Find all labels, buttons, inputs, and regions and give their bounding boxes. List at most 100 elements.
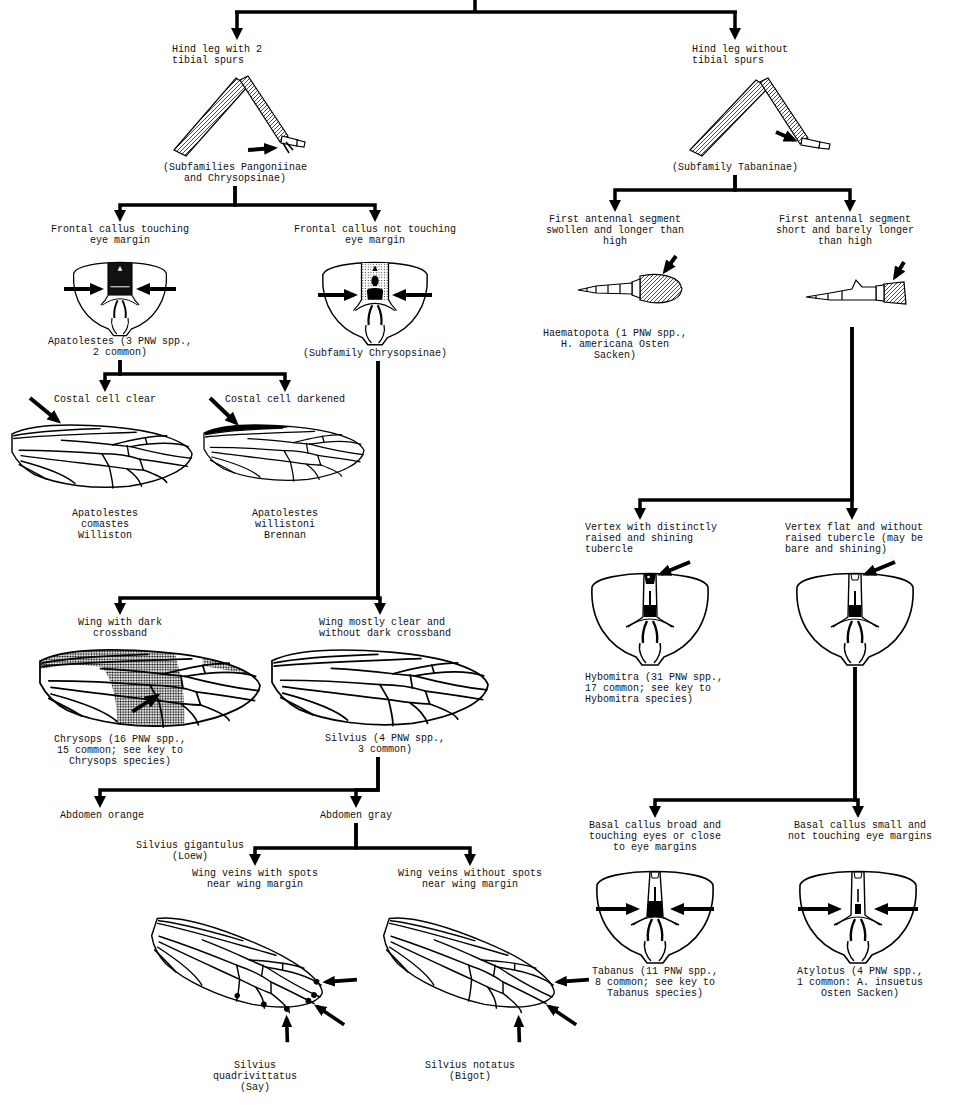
head-callus-broad xyxy=(597,872,713,964)
head-callus-small xyxy=(800,872,916,964)
key-connector xyxy=(235,186,375,215)
taxon-label: Silvius (4 PNW spp., 3 common) xyxy=(324,733,446,755)
wing-spotted-veins xyxy=(326,971,357,991)
wing-costal-clear xyxy=(12,425,192,487)
head-vertex-flat xyxy=(849,605,861,617)
key-start-bracket xyxy=(235,0,737,12)
head-vertex-flat xyxy=(851,574,859,580)
head-callus-small xyxy=(855,904,861,914)
hind-leg-with-spurs xyxy=(283,142,293,153)
illustration-gap xyxy=(310,639,460,733)
antenna-short xyxy=(876,285,884,301)
head-callus-separate xyxy=(362,263,389,300)
head-vertex-tubercle xyxy=(592,574,708,666)
couplet-text: Abdomen gray xyxy=(319,810,393,821)
key-couplet: Basal callus broad and touching eyes or … xyxy=(585,818,725,1001)
illustration-gap xyxy=(665,66,805,162)
connector-group xyxy=(100,175,858,859)
hind-leg-without-spurs xyxy=(801,138,820,148)
wing-spotted-veins xyxy=(141,910,331,1025)
wing-spotted-veins xyxy=(280,1018,295,1042)
head-callus-touching xyxy=(101,263,139,305)
head-callus-small xyxy=(854,872,862,878)
hind-leg-without-spurs xyxy=(776,132,794,140)
illustration-gap xyxy=(785,842,935,966)
callout-arrow xyxy=(798,907,918,911)
wing-spotted-veins xyxy=(234,992,241,999)
wing-clear xyxy=(272,650,488,725)
illustration-gap xyxy=(395,890,545,1060)
antenna-swollen xyxy=(640,275,682,303)
antenna-swollen xyxy=(587,284,620,294)
antenna-short xyxy=(806,280,876,300)
taxon-label: Silvius notatus (Bigot) xyxy=(424,1060,516,1082)
illustration-gap xyxy=(780,555,930,665)
hind-leg-with-spurs xyxy=(174,78,248,156)
antenna-short xyxy=(895,262,904,277)
head-vertex-tubercle xyxy=(647,576,650,579)
taxon-label: Hybomitra (31 PNW spp., 17 common; see k… xyxy=(585,672,725,705)
wing-spotted-veins xyxy=(314,1006,347,1024)
wing-spotted-veins xyxy=(133,910,360,1057)
antenna-swollen xyxy=(578,283,632,294)
antenna-short xyxy=(806,262,906,304)
wing-spotted-veins xyxy=(313,978,320,985)
hind-leg-with-spurs xyxy=(240,76,288,142)
key-couplet: Vertex flat and without raised tubercle … xyxy=(780,520,930,667)
head-callus-broad xyxy=(631,872,679,925)
illustration-gap xyxy=(20,405,190,508)
illustration-gap xyxy=(770,247,920,325)
illustration-gap xyxy=(30,639,210,734)
hind-leg-without-spurs xyxy=(819,142,830,149)
couplet-text: Costal cell clear xyxy=(53,394,157,405)
couplet-text: Basal callus broad and touching eyes or … xyxy=(588,820,722,853)
couplet-text: Vertex with distinctly raised and shinin… xyxy=(585,522,719,555)
couplet-text: Hind leg with 2 tibial spurs xyxy=(172,44,264,66)
key-connector xyxy=(356,757,378,801)
key-start-bracket xyxy=(235,12,239,33)
antenna-swollen xyxy=(665,256,676,271)
key-connector xyxy=(378,361,380,608)
key-start-bracket xyxy=(235,0,737,33)
head-callus-touching xyxy=(118,266,123,271)
key-connector xyxy=(356,823,470,859)
callout-arrow xyxy=(674,907,714,911)
wing-spotted-veins xyxy=(305,997,312,1004)
head-callus-broad xyxy=(651,872,659,878)
callout-arrow xyxy=(64,287,100,291)
couplet-text: Abdomen orange xyxy=(60,810,146,821)
head-callus-separate xyxy=(372,266,377,271)
couplet-text: First antennal segment short and barely … xyxy=(775,214,915,247)
callout-arrow xyxy=(30,398,58,421)
couplet-text: Vertex flat and without raised tubercle … xyxy=(785,522,925,555)
wing-spotted-veins xyxy=(234,956,322,1022)
couplet-text: Wing mostly clear and without dark cross… xyxy=(319,617,453,639)
antenna-swollen xyxy=(632,279,640,298)
head-vertex-tubercle xyxy=(649,591,651,605)
key-connector xyxy=(120,186,235,215)
illustration-gap xyxy=(540,247,690,328)
callout-arrow xyxy=(661,562,690,574)
key-couplet: Wing with dark crossbandChrysops (16 PNW… xyxy=(30,615,210,769)
wing-spotted-veins xyxy=(310,991,317,998)
wing-plain-veins xyxy=(546,1006,579,1024)
taxon-label: Haematopota (1 PNW spp., H. americana Os… xyxy=(542,328,688,361)
illustration-gap xyxy=(160,66,310,162)
couplet-text: First antennal segment swollen and longe… xyxy=(545,214,685,247)
wing-costal-dark xyxy=(204,425,364,481)
wing-crossband xyxy=(35,645,272,739)
illustration-gap xyxy=(55,821,245,840)
key-couplet: Hind leg without tibial spurs(Subfamily … xyxy=(665,42,805,175)
callout-arrow xyxy=(866,562,895,574)
key-couplet: Costal cell darkenedApatolestes willisto… xyxy=(205,392,365,543)
head-callus-touching xyxy=(108,263,132,296)
key-couplet: First antennal segment short and barely … xyxy=(770,212,920,327)
callout-arrow xyxy=(596,907,714,911)
antenna-short xyxy=(884,282,906,304)
head-vertex-flat xyxy=(797,574,913,666)
key-couplet: Wing veins with spots near wing marginSi… xyxy=(190,866,320,1095)
key-couplet: Frontal callus touching eye marginApatol… xyxy=(45,222,195,360)
key-couplet: Abdomen gray xyxy=(318,808,394,823)
illustration-gap xyxy=(580,555,725,672)
key-start-bracket xyxy=(733,12,737,33)
